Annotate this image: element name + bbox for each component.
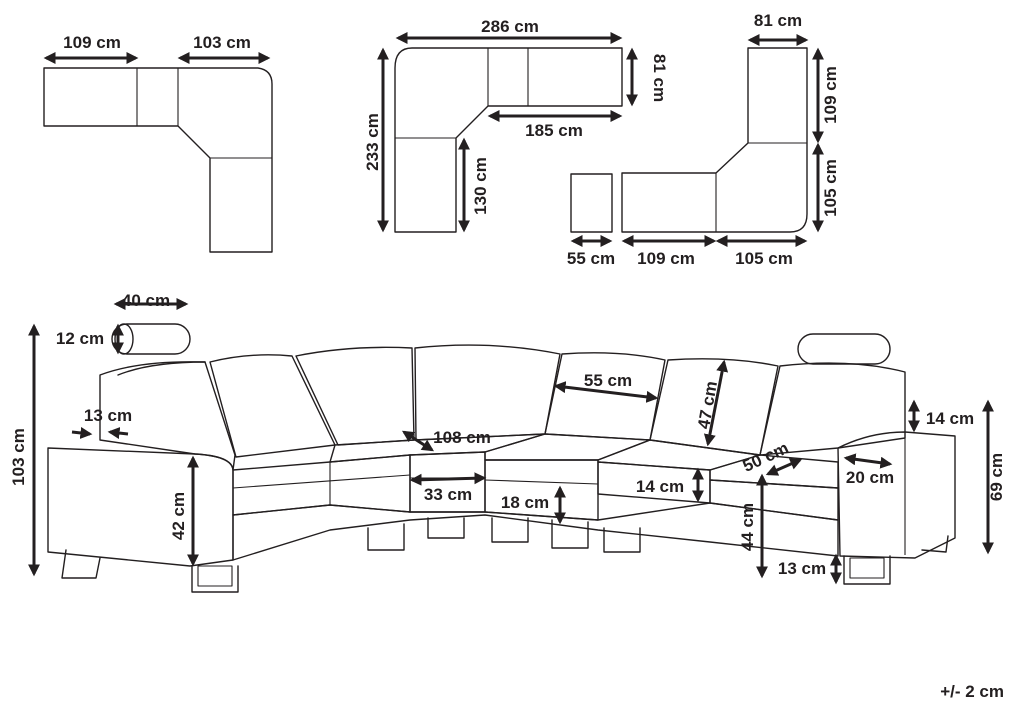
- plan-view-c: 81 cm 109 cm 105 cm 55 cm 109 cm 105 cm: [567, 11, 840, 268]
- dim-arrow: [401, 430, 435, 452]
- back-cushion: [544, 352, 666, 441]
- sofa-leg: [367, 523, 405, 551]
- plan-view-b: 286 cm 233 cm 81 cm 185 cm 130 cm: [363, 17, 669, 233]
- dim-label: 14 cm: [636, 477, 684, 496]
- dim-label: 44 cm: [738, 503, 757, 551]
- left-armrest: [47, 447, 234, 567]
- dim-label: 103 cm: [9, 428, 28, 486]
- dim-arrow: [553, 381, 659, 403]
- dim-label: 13 cm: [778, 559, 826, 578]
- right-armrest: [837, 431, 956, 559]
- dim-label: 233 cm: [363, 113, 382, 171]
- dim-label: 81 cm: [754, 11, 802, 30]
- back-cushion: [649, 358, 779, 456]
- plan-view-a: 109 cm 103 cm: [43, 33, 273, 253]
- dim-label: 13 cm: [84, 406, 132, 425]
- dim-label: 130 cm: [471, 157, 490, 215]
- dim-label: 185 cm: [525, 121, 583, 140]
- sofa-leg: [491, 517, 529, 543]
- dim-label: 18 cm: [501, 493, 549, 512]
- dim-label: 109 cm: [63, 33, 121, 52]
- dim-label: 33 cm: [424, 485, 472, 504]
- right-headrest: [797, 333, 891, 365]
- dim-label: 12 cm: [56, 329, 104, 348]
- dim-label: 47 cm: [694, 380, 721, 431]
- dim-label: 81 cm: [650, 54, 669, 102]
- dim-label: 109 cm: [637, 249, 695, 268]
- back-cushion: [295, 346, 415, 446]
- back-cushion: [414, 344, 561, 441]
- front-view-sofa: 40 cm 12 cm 103 cm 13 cm 108 cm 55 cm 47…: [9, 291, 1006, 593]
- dim-label: 55 cm: [567, 249, 615, 268]
- dim-arrow: [703, 359, 729, 447]
- dim-label: 14 cm: [926, 409, 974, 428]
- seat-cushion: [709, 479, 839, 521]
- ottoman-outline: [570, 173, 613, 233]
- dim-label: 108 cm: [433, 428, 491, 447]
- left-headrest: [111, 323, 191, 355]
- sofa-leg: [427, 517, 465, 539]
- back-cushion: [209, 354, 336, 458]
- dim-arrow: [71, 426, 93, 439]
- tolerance-note: +/- 2 cm: [940, 682, 1004, 701]
- dim-label: 42 cm: [169, 492, 188, 540]
- dim-label: 50 cm: [740, 438, 792, 476]
- dim-label: 40 cm: [122, 291, 170, 310]
- dim-arrow: [843, 453, 893, 469]
- dim-label: 103 cm: [193, 33, 251, 52]
- dim-label: 20 cm: [846, 468, 894, 487]
- dim-arrow: [765, 458, 803, 476]
- dim-label: 105 cm: [821, 159, 840, 217]
- dim-label: 286 cm: [481, 17, 539, 36]
- sofa-leg: [191, 565, 239, 593]
- sofa-leg: [551, 519, 589, 549]
- dim-label: 109 cm: [821, 66, 840, 124]
- sofa-leg: [61, 549, 101, 579]
- dim-label: 69 cm: [987, 453, 1006, 501]
- sofa-leg: [921, 535, 949, 553]
- dim-arrow: [409, 472, 487, 486]
- dim-arrow: [107, 427, 129, 440]
- sofa-leg: [603, 527, 641, 553]
- sofa-leg: [843, 555, 891, 585]
- dim-label: 55 cm: [584, 371, 632, 390]
- dim-label: 105 cm: [735, 249, 793, 268]
